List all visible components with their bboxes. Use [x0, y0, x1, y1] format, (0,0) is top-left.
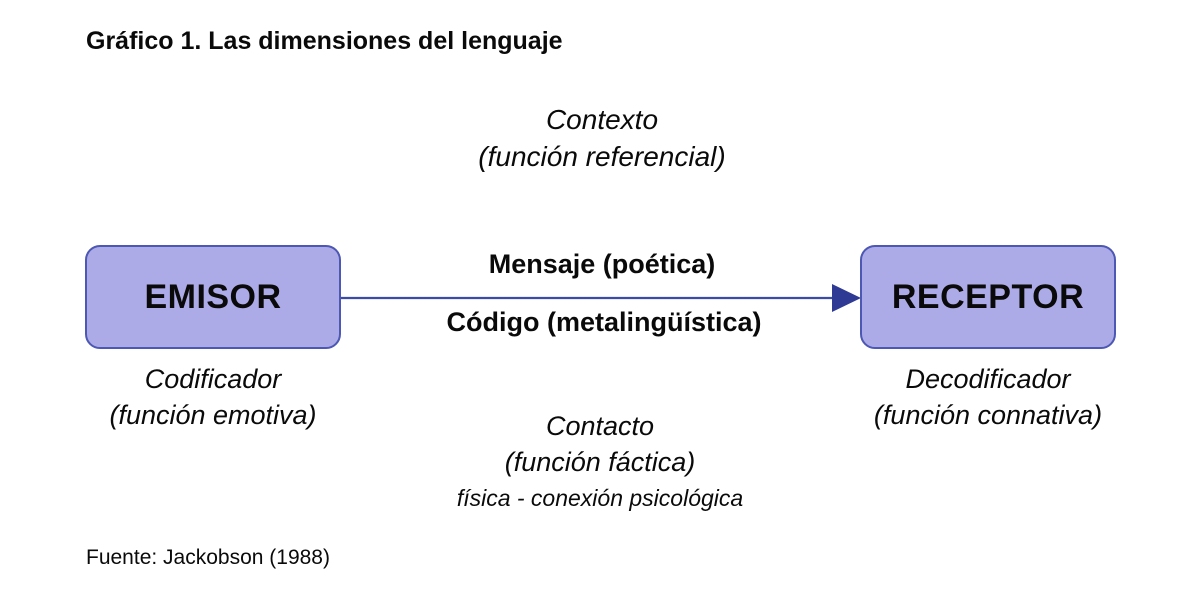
decodificador-label-group: Decodificador (función connativa) — [874, 361, 1102, 433]
receptor-label: RECEPTOR — [891, 277, 1085, 316]
codificador-function-label: (función emotiva) — [109, 400, 317, 430]
contacto-label-group: Contacto (función fáctica) física - cone… — [457, 408, 743, 514]
figure-title: Gráfico 1. Las dimensiones del lenguaje — [86, 27, 563, 55]
codificador-label: Codificador — [144, 364, 282, 394]
codigo-label: Código (metalingüística) — [446, 307, 762, 337]
contexto-label-group: Contexto (función referencial) — [478, 101, 725, 175]
contexto-label: Contexto — [545, 104, 659, 135]
emisor-label: EMISOR — [144, 277, 282, 316]
source-note: Fuente: Jackobson (1988) — [86, 546, 330, 569]
receptor-node: RECEPTOR — [860, 245, 1116, 349]
contacto-function-label: (función fáctica) — [504, 447, 696, 477]
contacto-detail-label: física - conexión psicológica — [456, 485, 744, 511]
contacto-label: Contacto — [545, 411, 655, 441]
emisor-node: EMISOR — [85, 245, 341, 349]
decodificador-function-label: (función connativa) — [873, 400, 1103, 430]
mensaje-label: Mensaje (poética) — [488, 249, 716, 279]
decodificador-label: Decodificador — [905, 364, 1071, 394]
codificador-label-group: Codificador (función emotiva) — [109, 361, 316, 433]
arrow-head-icon — [832, 284, 861, 312]
contexto-function-label: (función referencial) — [478, 141, 726, 172]
